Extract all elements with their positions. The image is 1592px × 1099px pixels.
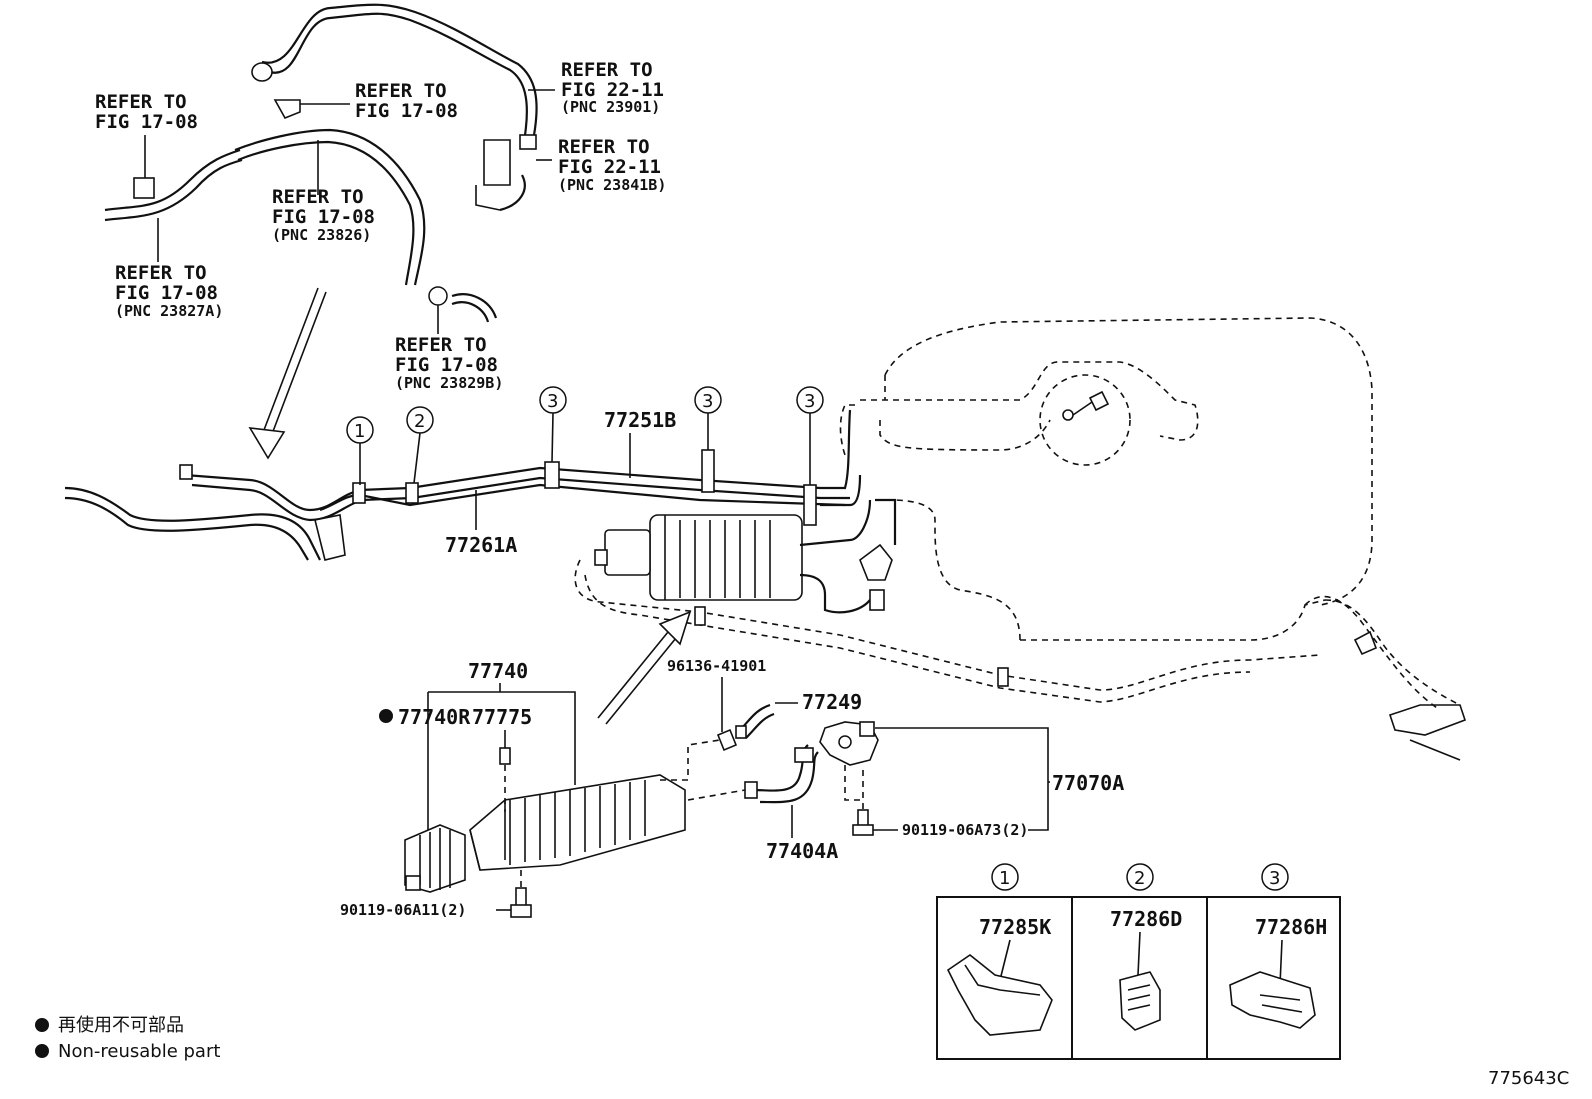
- ref-label-line2: FIG 22-11: [561, 79, 664, 101]
- clip-table: 1 2 3 77285K 77286D 77286H: [936, 863, 1341, 1060]
- clip-table-marker: 2: [1134, 868, 1145, 889]
- part-number-77249: 77249: [802, 690, 862, 714]
- clip-marker: 1: [354, 421, 365, 442]
- direction-arrow-lower: [597, 610, 692, 725]
- drawing-id: 775643C: [1488, 1068, 1569, 1089]
- clip-marker-callouts: 1 2 3 3 3: [346, 386, 824, 485]
- ref-label-line1: REFER TO: [355, 80, 447, 102]
- ref-label-pnc: (PNC 23901): [561, 98, 660, 116]
- ref-label-line1: REFER TO: [558, 136, 650, 158]
- ref-label-line2: FIG 17-08: [115, 282, 218, 304]
- ref-label-line1: REFER TO: [395, 334, 487, 356]
- ref-label-line1: REFER TO: [272, 186, 364, 208]
- clip-marker: 3: [804, 391, 815, 412]
- part-number-77261A: 77261A: [445, 533, 517, 557]
- ref-label-pnc: (PNC 23827A): [115, 302, 223, 320]
- ref-label-line1: REFER TO: [561, 59, 653, 81]
- part-number-77404A: 77404A: [766, 839, 838, 863]
- clip-marker: 3: [547, 391, 558, 412]
- ref-label-line2: FIG 22-11: [558, 156, 661, 178]
- clip-marker: 2: [414, 411, 425, 432]
- legend-en: Non-reusable part: [58, 1041, 220, 1062]
- reference-callouts: REFER TO FIG 17-08 REFER TO FIG 17-08 RE…: [95, 59, 666, 392]
- part-number-90119-06A73: 90119-06A73(2): [902, 821, 1028, 839]
- part-number-96136: 96136-41901: [667, 657, 766, 675]
- canister-installed: [594, 498, 897, 614]
- clip-marker: 3: [702, 391, 713, 412]
- ref-label-pnc: (PNC 23826): [272, 226, 371, 244]
- part-number-77740R: 77740R: [398, 705, 471, 729]
- part-number-77775: 77775: [472, 705, 532, 729]
- exploded-labels: 77740 77740R 77775 96136-41901 77249 770…: [340, 657, 1124, 919]
- non-reusable-dot: [379, 709, 393, 723]
- legend-jp: 再使用不可部品: [58, 1015, 184, 1036]
- ref-label-line2: FIG 17-08: [395, 354, 498, 376]
- legend: 再使用不可部品 Non-reusable part: [35, 1015, 220, 1062]
- main-part-labels: 77251B 77261A: [445, 408, 676, 557]
- part-number-77070A: 77070A: [1052, 771, 1124, 795]
- clip-table-part: 77286D: [1110, 907, 1182, 931]
- ref-label-pnc: (PNC 23829B): [395, 374, 503, 392]
- direction-arrow-upper: [248, 287, 327, 460]
- part-number-90119-06A11: 90119-06A11(2): [340, 901, 466, 919]
- ref-label-line1: REFER TO: [95, 91, 187, 113]
- part-number-77740: 77740: [468, 659, 528, 683]
- clip-table-marker: 1: [999, 868, 1010, 889]
- ref-label-line2: FIG 17-08: [95, 111, 198, 133]
- non-reusable-dot-icon: [35, 1018, 49, 1032]
- part-number-77251B: 77251B: [604, 408, 676, 432]
- tank-outline: [839, 317, 1467, 761]
- ref-label-pnc: (PNC 23841B): [558, 176, 666, 194]
- non-reusable-dot-icon: [35, 1044, 49, 1058]
- exploded-view: [404, 703, 879, 918]
- clip-table-part: 77285K: [979, 915, 1051, 939]
- upper-hoses: [104, 3, 538, 323]
- ref-label-line2: FIG 17-08: [272, 206, 375, 228]
- clip-table-marker: 3: [1269, 868, 1280, 889]
- ref-label-line2: FIG 17-08: [355, 100, 458, 122]
- vent-lines: [574, 559, 1321, 703]
- ref-label-line1: REFER TO: [115, 262, 207, 284]
- clip-table-part: 77286H: [1255, 915, 1327, 939]
